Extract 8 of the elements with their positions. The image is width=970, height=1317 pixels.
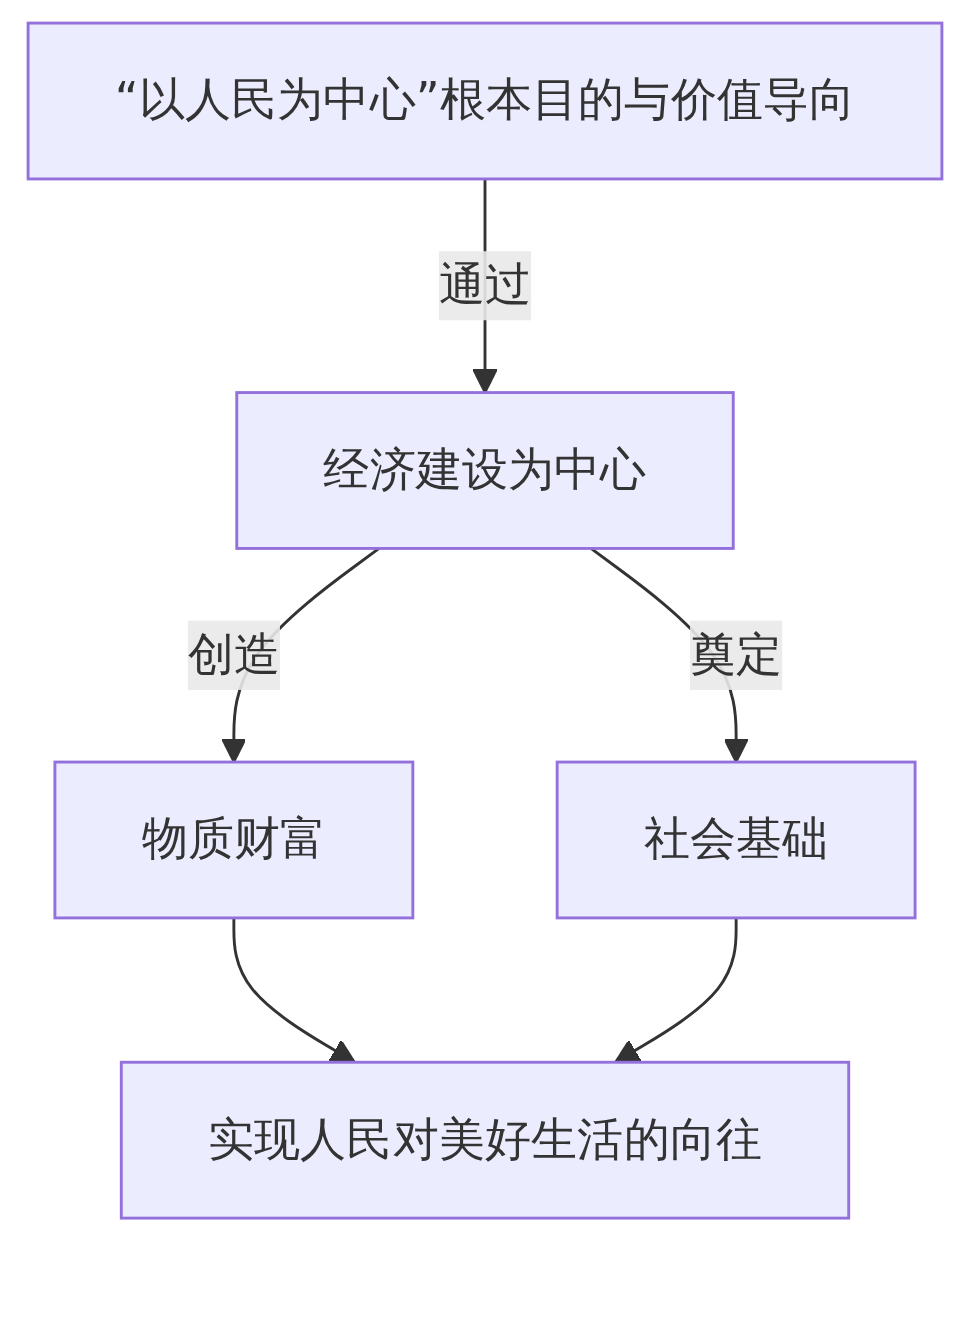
edge-label: 创造 <box>187 626 281 682</box>
edge-label: 奠定 <box>689 626 783 682</box>
node-box: 经济建设为中心 <box>235 391 735 550</box>
node-box: 社会基础 <box>555 760 917 920</box>
node-box: 物质财富 <box>53 760 415 920</box>
edge-label: 通过 <box>438 256 532 312</box>
node-box: 实现人民对美好生活的向往 <box>119 1060 851 1220</box>
node-box: “以人民为中心”根本目的与价值导向 <box>26 21 944 181</box>
